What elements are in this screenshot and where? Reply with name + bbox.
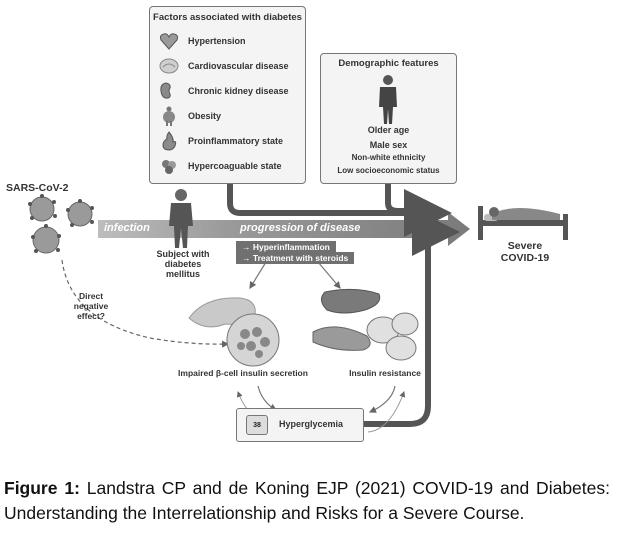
factor-item: Obesity	[158, 105, 221, 127]
factor-item: Cardiovascular disease	[158, 55, 289, 77]
hyperglycemia-label: Hyperglycemia	[279, 419, 344, 429]
heart-icon	[158, 31, 180, 51]
demographics-box-title: Demographic features	[338, 58, 439, 69]
glucose-meter-icon: 38	[246, 415, 268, 435]
infection-label: infection	[104, 222, 150, 234]
factors-box: Factors associated with diabetes Hyperte…	[149, 6, 306, 184]
demographics-to-outcome-connector	[385, 184, 440, 214]
vessel-icon	[158, 56, 180, 76]
outcome-label: Severe COVID-19	[500, 240, 550, 264]
hyperglycemia-to-outcome-connector	[362, 208, 460, 427]
insulin-resistance-label: Insulin resistance	[349, 368, 421, 378]
hospital-bed-icon	[478, 206, 568, 240]
demographic-item: Male sex	[369, 140, 408, 150]
direct-effect-dashed-arrow	[61, 259, 230, 348]
factor-item: Proinflammatory state	[158, 130, 283, 152]
elderly-man-icon	[379, 75, 397, 124]
kidney-icon	[158, 81, 180, 101]
flame-icon	[158, 131, 180, 151]
factors-box-title: Factors associated with diabetes	[153, 12, 302, 23]
factor-item: Hypertension	[158, 30, 246, 52]
progression-label: progression of disease	[240, 222, 361, 234]
demographic-item: Non-white ethnicity	[351, 153, 426, 162]
demographic-item: Older age	[367, 125, 410, 135]
mechanism-item: → Hyperinflammation	[236, 241, 336, 253]
factors-to-outcome-connector	[227, 184, 452, 237]
demographics-box: Demographic features Older age Male sex …	[320, 53, 457, 184]
pancreas-islet-icon	[188, 297, 280, 367]
mechanism-item: → Treatment with steroids	[236, 252, 355, 264]
figure-caption: Figure 1: Landstra CP and de Koning EJP …	[4, 478, 610, 523]
demographic-item: Low socioeconomic status	[337, 166, 440, 175]
clot-icon	[158, 156, 180, 176]
factor-item: Chronic kidney disease	[158, 80, 289, 102]
virus-particles-icon	[28, 194, 94, 254]
subject-label: Subject with diabetes mellitus	[156, 249, 210, 279]
liver-muscle-fat-icon	[312, 288, 419, 361]
pancreas-label: Impaired β-cell insulin secretion	[178, 368, 308, 378]
obese-figure-icon	[158, 106, 180, 126]
subject-figure-icon	[169, 189, 193, 248]
direct-effect-label: Direct negative effect?	[73, 291, 109, 321]
hyperglycemia-box: 38 Hyperglycemia	[236, 408, 364, 442]
factor-item: Hypercoaguable state	[158, 155, 282, 177]
virus-label: SARS-CoV-2	[6, 182, 69, 194]
